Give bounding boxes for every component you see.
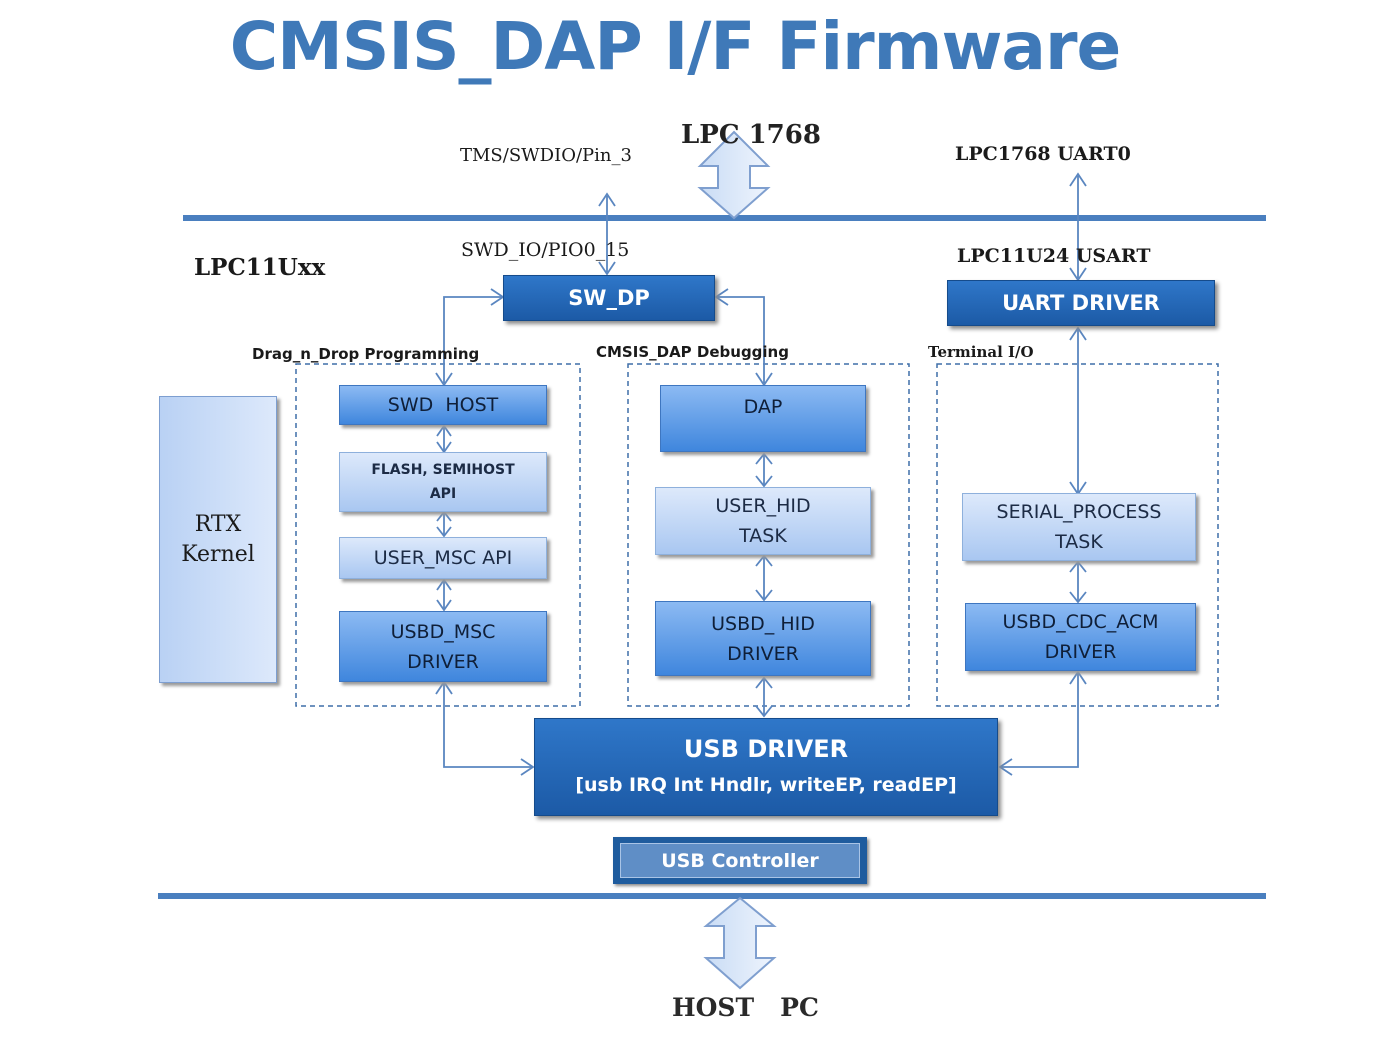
drag-n-drop-group-frame bbox=[295, 363, 581, 707]
tms-swdio-label: TMS/SWDIO/Pin_3 bbox=[460, 145, 632, 166]
serial-process-task-block: SERIAL_PROCESS TASK bbox=[962, 493, 1196, 561]
uart-driver-block: UART DRIVER bbox=[947, 280, 1215, 326]
rtx-label-line1: RTX bbox=[194, 511, 242, 537]
usbd-cdc-label-line2: DRIVER bbox=[1044, 641, 1117, 663]
usbd-msc-driver-block: USBD_MSC DRIVER bbox=[339, 611, 547, 682]
flash-semihost-api-block: FLASH, SEMIHOST API bbox=[339, 452, 547, 512]
usbd-cdc-acm-driver-block: USBD_CDC_ACM DRIVER bbox=[965, 603, 1196, 671]
usb-driver-subtitle: [usb IRQ Int Hndlr, writeEP, readEP] bbox=[575, 774, 957, 796]
lpc1768-uart0-label: LPC1768 UART0 bbox=[955, 143, 1131, 165]
uart-driver-label: UART DRIVER bbox=[1002, 291, 1160, 315]
drag-n-drop-group-label: Drag_n_Drop Programming bbox=[252, 345, 480, 363]
user-hid-label-line1: USER_HID bbox=[715, 495, 811, 517]
usbd-hid-label-line2: DRIVER bbox=[727, 642, 799, 665]
userhid-usbdhid-connector bbox=[755, 554, 773, 602]
usbd-hid-label-line1: USBD_ HID bbox=[711, 612, 815, 635]
swd-host-block: SWD HOST bbox=[339, 385, 547, 425]
usb-controller-block: USB Controller bbox=[613, 837, 867, 884]
user-hid-label-line2: TASK bbox=[739, 525, 787, 547]
swdp-dap-connector bbox=[714, 288, 773, 387]
swdhost-flash-connector bbox=[436, 424, 452, 454]
usbd-msc-label-line1: USBD_MSC bbox=[390, 620, 496, 643]
lpc11u24-usart-label: LPC11U24 USART bbox=[957, 245, 1151, 267]
terminal-io-group-label: Terminal I/O bbox=[928, 343, 1034, 361]
dap-label: DAP bbox=[743, 396, 783, 418]
terminal-io-group-frame bbox=[936, 363, 1219, 707]
host-pc-label: HOST PC bbox=[672, 993, 819, 1022]
user-msc-api-label: USER_MSC API bbox=[373, 547, 513, 569]
serial-usbdcdc-connector bbox=[1069, 560, 1087, 604]
flash-semihost-label-line2: API bbox=[429, 486, 457, 502]
usermsc-usbdmsc-connector bbox=[436, 578, 452, 612]
page-title: CMSIS_DAP I/F Firmware bbox=[229, 8, 1122, 85]
lpc1768-label: LPC 1768 bbox=[681, 120, 821, 150]
usb-controller-label: USB Controller bbox=[620, 843, 860, 878]
dap-userhid-connector bbox=[755, 452, 773, 488]
user-msc-api-block: USER_MSC API bbox=[339, 537, 547, 579]
swdio-link-connector bbox=[598, 192, 616, 276]
rtx-kernel-block: RTX Kernel bbox=[159, 396, 277, 683]
usbdmsc-usbdriver-connector bbox=[435, 680, 535, 776]
usbd-hid-driver-block: USBD_ HID DRIVER bbox=[655, 601, 871, 676]
sw-dp-block: SW_DP bbox=[503, 275, 715, 321]
host-pc-double-arrow-icon bbox=[703, 896, 777, 990]
sw-dp-label: SW_DP bbox=[568, 286, 650, 310]
flash-semihost-label-line1: FLASH, SEMIHOST bbox=[371, 462, 515, 478]
dap-block: DAP bbox=[660, 385, 866, 452]
lpc11uxx-label: LPC11Uxx bbox=[194, 254, 326, 281]
uart-serial-connector bbox=[1069, 326, 1087, 496]
swd-host-label: SWD HOST bbox=[387, 394, 499, 416]
serial-process-label-line1: SERIAL_PROCESS bbox=[996, 501, 1162, 523]
usbdhid-usbdriver-connector bbox=[755, 676, 773, 718]
usbdcdc-usbdriver-connector bbox=[998, 670, 1087, 776]
rtx-label-line2: Kernel bbox=[181, 541, 255, 567]
serial-process-label-line2: TASK bbox=[1055, 531, 1103, 553]
lpc1768-double-arrow-icon bbox=[697, 130, 771, 220]
flash-usermsc-connector bbox=[436, 510, 452, 538]
usb-driver-title: USB DRIVER bbox=[683, 735, 849, 763]
usbd-msc-label-line2: DRIVER bbox=[407, 650, 479, 673]
usbd-cdc-label-line1: USBD_CDC_ACM bbox=[1002, 611, 1159, 633]
user-hid-task-block: USER_HID TASK bbox=[655, 487, 871, 555]
cmsis-dap-group-label: CMSIS_DAP Debugging bbox=[596, 343, 789, 361]
usb-driver-block: USB DRIVER [usb IRQ Int Hndlr, writeEP, … bbox=[534, 718, 998, 816]
swd-io-label: SWD_IO/PIO0_15 bbox=[461, 239, 630, 261]
swdp-swdhost-connector bbox=[435, 288, 505, 387]
cmsis-dap-group-frame bbox=[627, 363, 910, 707]
